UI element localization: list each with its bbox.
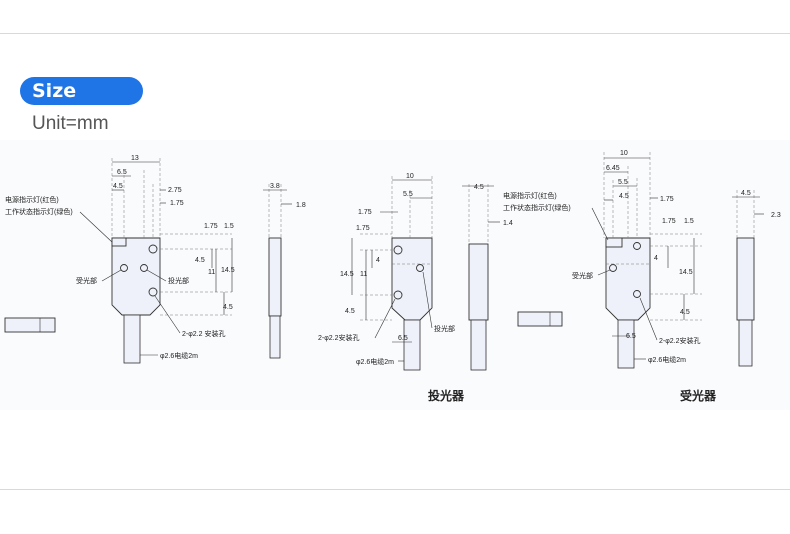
- middle-dim-1.75b: 1.75: [356, 225, 370, 232]
- right-plug-view: [517, 311, 563, 327]
- left-dim-13: 13: [131, 155, 139, 162]
- right-mount-hole-top: [633, 242, 641, 250]
- top-divider: [0, 33, 790, 34]
- right-dim-4.5: 4.5: [619, 193, 629, 200]
- left-dim-1.75: 1.75: [170, 200, 184, 207]
- middle-mount-hole-bottom: [393, 290, 403, 300]
- right-side-dim-2.3: 2.3: [771, 212, 781, 219]
- right-side-dim-4.5: 4.5: [741, 190, 751, 197]
- middle-dim-6.5: 6.5: [398, 335, 408, 342]
- right-dim-6.5: 6.5: [626, 333, 636, 340]
- left-dim-6.5: 6.5: [117, 169, 127, 176]
- left-mount-hole-bottom: [148, 287, 158, 297]
- left-dim-4.5c: 4.5: [223, 304, 233, 311]
- right-dim-5.5: 5.5: [618, 179, 628, 186]
- drawing-svg: 13 6.5 4.5 2.75 1.75 1.75 1.5 4.5 11 14.…: [4, 150, 781, 403]
- middle-dim-10: 10: [406, 173, 414, 180]
- right-dim-4: 4: [654, 255, 658, 262]
- left-dim-4.5b: 4.5: [195, 257, 205, 264]
- middle-dim-1.75a: 1.75: [358, 209, 372, 216]
- middle-note-holes: 2-φ2.2安装孔: [318, 333, 360, 342]
- middle-dim-5.5: 5.5: [403, 191, 413, 198]
- middle-dim-4: 4: [376, 257, 380, 264]
- right-sensor: 10 6.45 5.5 4.5 1.75 1.75 1.5 4 14.5 4.5…: [503, 150, 781, 403]
- left-plug-view: [4, 317, 56, 333]
- left-dim-2.75: 2.75: [168, 187, 182, 194]
- middle-dim-4.5: 4.5: [345, 308, 355, 315]
- middle-side-dim-1.4: 1.4: [503, 220, 513, 227]
- left-note-status-led: 工作状态指示灯(绿色): [5, 207, 73, 216]
- right-dim-1.75b: 1.75: [662, 218, 676, 225]
- right-receiver-lens: [609, 264, 617, 272]
- left-note-emitter: 投光部: [168, 276, 189, 285]
- left-side-dim-1.8: 1.8: [296, 202, 306, 209]
- size-badge: Size: [20, 77, 143, 105]
- right-dim-10: 10: [620, 150, 628, 157]
- left-mount-hole-top: [148, 244, 158, 254]
- middle-note-emitter: 投光部: [434, 324, 455, 333]
- middle-side-dim-4.5: 4.5: [474, 184, 484, 191]
- middle-note-cable: φ2.6电缆2m: [356, 357, 394, 366]
- left-dim-1.75b: 1.75: [204, 223, 218, 230]
- left-side-dim-3.8: 3.8: [270, 183, 280, 190]
- right-note-holes: 2-φ2.2安装孔: [659, 336, 701, 345]
- middle-mount-hole-top: [393, 245, 403, 255]
- middle-sensor: 10 5.5 1.75 1.75 4 14.5 11 4.5 2-φ2.2安装孔…: [318, 173, 513, 403]
- right-cable: [617, 319, 635, 369]
- left-sensor: 13 6.5 4.5 2.75 1.75 1.75 1.5 4.5 11 14.…: [4, 155, 306, 364]
- right-note-power-led: 电源指示灯(红色): [503, 191, 557, 200]
- left-dim-4.5: 4.5: [113, 183, 123, 190]
- right-dim-14.5: 14.5: [679, 269, 693, 276]
- bottom-divider: [0, 489, 790, 490]
- middle-dim-11: 11: [360, 271, 367, 278]
- right-sensor-body: [605, 237, 651, 321]
- middle-side-view: [468, 243, 489, 321]
- left-dim-11: 11: [208, 269, 215, 276]
- left-side-view: [268, 237, 282, 317]
- left-note-receiver: 受光部: [76, 276, 97, 285]
- right-note-receiver: 受光部: [572, 271, 593, 280]
- dimension-drawing: 13 6.5 4.5 2.75 1.75 1.75 1.5 4.5 11 14.…: [0, 140, 790, 410]
- unit-label: Unit=mm: [32, 113, 109, 134]
- left-note-power-led: 电源指示灯(红色): [5, 195, 59, 204]
- left-cable: [123, 314, 141, 364]
- right-dim-1.5: 1.5: [684, 218, 694, 225]
- left-receiver-lens: [120, 264, 128, 272]
- right-note-cable: φ2.6电缆2m: [648, 355, 686, 364]
- right-side-view: [736, 237, 755, 321]
- right-dim-6.45: 6.45: [606, 165, 620, 172]
- right-note-status-led: 工作状态指示灯(绿色): [503, 203, 571, 212]
- left-emitter-lens: [140, 264, 148, 272]
- middle-cable: [403, 319, 421, 371]
- middle-emitter-lens: [416, 264, 424, 272]
- left-dim-1.5: 1.5: [224, 223, 234, 230]
- middle-caption: 投光器: [428, 388, 465, 403]
- middle-dim-14.5: 14.5: [340, 271, 354, 278]
- left-sensor-body: [111, 237, 161, 316]
- left-note-holes: 2-φ2.2 安装孔: [182, 329, 225, 338]
- left-note-cable: φ2.6电缆2m: [160, 351, 198, 360]
- left-dim-14.5: 14.5: [221, 267, 235, 274]
- right-mount-hole-bottom: [633, 290, 641, 298]
- right-dim-1.75: 1.75: [660, 196, 674, 203]
- right-caption: 受光器: [680, 388, 717, 403]
- right-dim-4.5b: 4.5: [680, 309, 690, 316]
